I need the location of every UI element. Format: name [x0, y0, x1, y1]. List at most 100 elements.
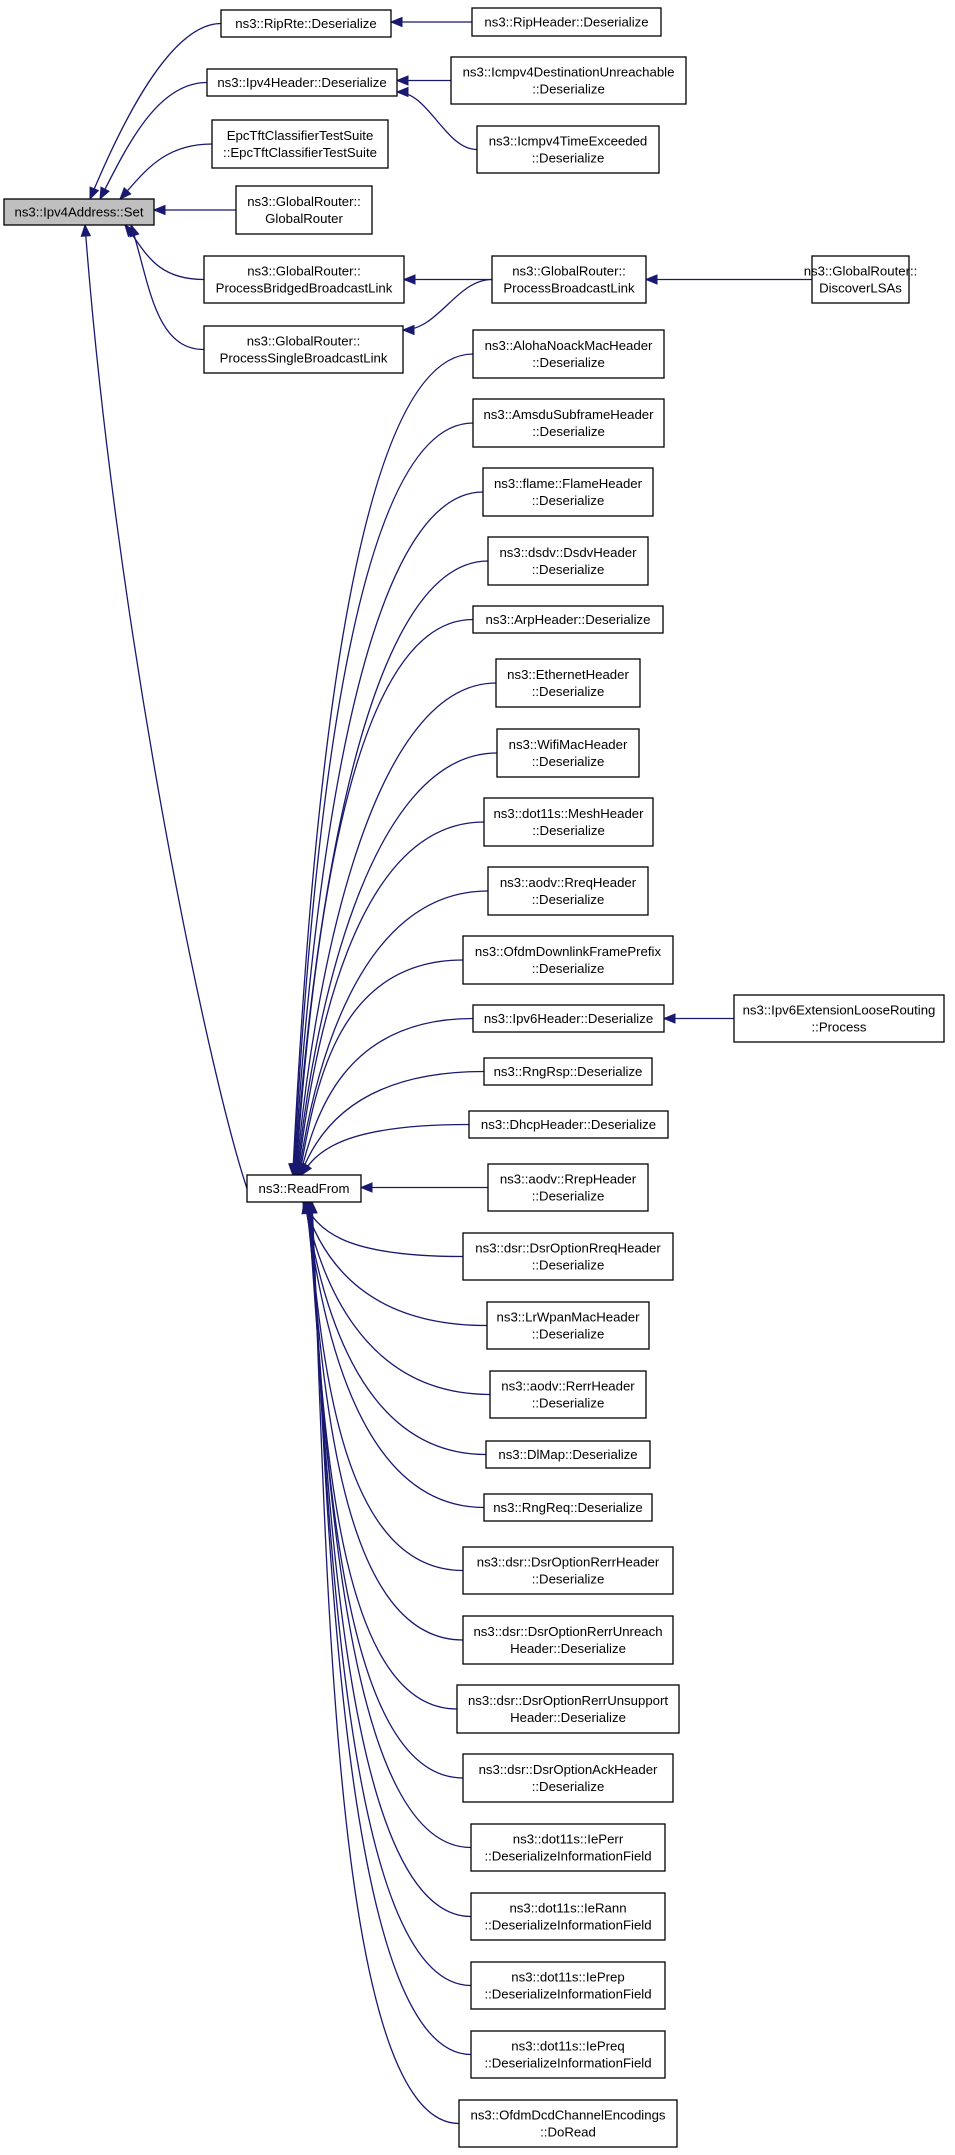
node-box [483, 1493, 653, 1522]
node-layer: ns3::Ipv4Address::Set ns3::RipRte::Deseri… [3, 7, 945, 2148]
node-box [487, 1163, 649, 1212]
arrowhead [89, 186, 100, 201]
node-dhcp[interactable]: ns3::DhcpHeader::Deserialize [468, 1110, 669, 1139]
node-label: ::Deserialize [532, 562, 605, 577]
node-grdiscover[interactable]: ns3::GlobalRouter::DiscoverLSAs [804, 255, 918, 304]
node-box [470, 1823, 666, 1872]
node-ierann[interactable]: ns3::dot11s::IeRann::DeserializeInformat… [470, 1892, 666, 1941]
node-aloha[interactable]: ns3::AlohaNoackMacHeader::Deserialize [472, 329, 665, 379]
node-ieprep[interactable]: ns3::dot11s::IePrep::DeserializeInformat… [470, 1961, 666, 2010]
node-dsrrreq[interactable]: ns3::dsr::DsrOptionRreqHeader::Deseriali… [462, 1232, 674, 1281]
node-riprte[interactable]: ns3::RipRte::Deserialize [220, 9, 392, 38]
node-label: ::Deserialize [532, 823, 605, 838]
node-grsingle[interactable]: ns3::GlobalRouter::ProcessSingleBroadcas… [203, 325, 404, 374]
edge-ofdmdcd-to-readfrom [311, 1201, 460, 2125]
edge-epctft-to-set [119, 143, 213, 200]
node-ofdmdcd[interactable]: ns3::OfdmDcdChannelEncodings::DoRead [458, 2099, 678, 2148]
arrowhead [395, 86, 409, 98]
edge-iepreq-to-readfrom [310, 1201, 472, 2056]
node-arp[interactable]: ns3::ArpHeader::Deserialize [472, 605, 664, 634]
node-label: ProcessSingleBroadcastLink [220, 351, 388, 366]
node-grbridged[interactable]: ns3::GlobalRouter::ProcessBridgedBroadca… [203, 255, 405, 304]
node-label: ::Deserialize [532, 82, 605, 97]
node-box [483, 797, 654, 847]
edge-grsingle-to-set [130, 224, 205, 351]
node-dsdv[interactable]: ns3::dsdv::DsdvHeader::Deserialize [487, 536, 649, 586]
node-ipv4header[interactable]: ns3::Ipv4Header::Deserialize [206, 68, 398, 97]
node-flame[interactable]: ns3::flame::FlameHeader::Deserialize [482, 467, 654, 517]
node-dsrack[interactable]: ns3::dsr::DsrOptionAckHeader::Deserializ… [462, 1753, 674, 1803]
node-label: ns3::dsr::DsrOptionRerrHeader [477, 1555, 660, 1570]
edge-rngreq-to-readfrom [304, 1201, 485, 1509]
node-label: ns3::Icmpv4TimeExceeded [489, 134, 648, 149]
node-label: ns3::dsr::DsrOptionRerrUnsupport [468, 1693, 668, 1708]
node-box [476, 125, 660, 174]
node-box [458, 2099, 678, 2148]
node-label: EpcTftClassifierTestSuite [227, 128, 374, 143]
node-ethernet[interactable]: ns3::EthernetHeader::Deserialize [495, 658, 641, 708]
node-dsrunsupport[interactable]: ns3::dsr::DsrOptionRerrUnsupportHeader::… [456, 1684, 680, 1734]
edge-dsrrreq-to-readfrom [302, 1201, 464, 1258]
node-ieperr[interactable]: ns3::dot11s::IePerr::DeserializeInformat… [470, 1823, 666, 1872]
node-label: ::Process [812, 1020, 867, 1035]
node-box [246, 1174, 362, 1203]
node-rrep[interactable]: ns3::aodv::RrepHeader::Deserialize [487, 1163, 649, 1212]
node-label: ::Deserialize [532, 961, 605, 976]
node-grbcast[interactable]: ns3::GlobalRouter::ProcessBroadcastLink [491, 255, 647, 304]
node-ipv6loose[interactable]: ns3::Ipv6ExtensionLooseRouting::Process [733, 994, 945, 1043]
node-ofdmdl[interactable]: ns3::OfdmDownlinkFramePrefix::Deserializ… [462, 935, 674, 985]
node-box [470, 1961, 666, 2010]
arrowhead [644, 274, 658, 285]
node-icmpte[interactable]: ns3::Icmpv4TimeExceeded::Deserialize [476, 125, 660, 174]
node-wifimac[interactable]: ns3::WifiMacHeader::Deserialize [496, 728, 640, 778]
node-label: ns3::DlMap::Deserialize [498, 1447, 637, 1462]
node-label: ns3::aodv::RreqHeader [500, 875, 637, 890]
node-ripheader[interactable]: ns3::RipHeader::Deserialize [471, 7, 662, 37]
node-box [472, 398, 665, 448]
node-epctft[interactable]: EpcTftClassifierTestSuite::EpcTftClassif… [211, 119, 389, 169]
node-label: Header::Deserialize [510, 1641, 626, 1656]
node-rerr[interactable]: ns3::aodv::RerrHeader::Deserialize [489, 1370, 647, 1419]
node-rngrsp[interactable]: ns3::RngRsp::Deserialize [483, 1057, 653, 1086]
node-mesh[interactable]: ns3::dot11s::MeshHeader::Deserialize [483, 797, 654, 847]
node-label: ns3::WifiMacHeader [509, 737, 628, 752]
node-label: ns3::RngRsp::Deserialize [494, 1064, 643, 1079]
node-label: ::Deserialize [532, 1189, 605, 1204]
edge-ieprep-to-readfrom [310, 1201, 472, 1987]
node-amsdu[interactable]: ns3::AmsduSubframeHeader::Deserialize [472, 398, 665, 448]
node-rreq[interactable]: ns3::aodv::RreqHeader::Deserialize [487, 866, 649, 916]
node-dsrrerr[interactable]: ns3::dsr::DsrOptionRerrHeader::Deseriali… [462, 1546, 674, 1595]
node-icmpdu[interactable]: ns3::Icmpv4DestinationUnreachable::Deser… [450, 56, 687, 105]
node-label: ::Deserialize [532, 493, 605, 508]
node-label: ns3::LrWpanMacHeader [497, 1310, 641, 1325]
edge-readfrom-to-set [84, 224, 248, 1189]
node-label: ns3::Ipv6Header::Deserialize [484, 1011, 653, 1026]
edge-ipv4header-to-set [99, 81, 208, 200]
node-rngreq[interactable]: ns3::RngReq::Deserialize [483, 1493, 653, 1522]
node-iepreq[interactable]: ns3::dot11s::IePreq::DeserializeInformat… [470, 2030, 666, 2079]
node-label: ::Deserialize [532, 355, 605, 370]
node-dlmap[interactable]: ns3::DlMap::Deserialize [485, 1440, 651, 1469]
node-label: ns3::aodv::RerrHeader [501, 1379, 635, 1394]
node-label: ns3::GlobalRouter:: [247, 264, 361, 279]
node-label: ns3::GlobalRouter:: [247, 194, 361, 209]
node-label: ::Deserialize [532, 1258, 605, 1273]
node-label: ns3::dsr::DsrOptionRerrUnreach [473, 1624, 662, 1639]
node-label: ::Deserialize [532, 1396, 605, 1411]
node-label: ns3::dot11s::MeshHeader [493, 806, 644, 821]
node-dsrunreach[interactable]: ns3::dsr::DsrOptionRerrUnreachHeader::De… [462, 1615, 674, 1665]
node-lrwpan[interactable]: ns3::LrWpanMacHeader::Deserialize [486, 1301, 650, 1350]
node-label: ::Deserialize [532, 1779, 605, 1794]
node-label: ::Deserialize [532, 684, 605, 699]
node-label: ::DeserializeInformationField [484, 1849, 651, 1864]
node-label: ns3::OfdmDcdChannelEncodings [471, 2108, 666, 2123]
node-label: ns3::EthernetHeader [507, 667, 629, 682]
node-box [486, 1301, 650, 1350]
node-grctor[interactable]: ns3::GlobalRouter::GlobalRouter [235, 185, 373, 235]
node-set[interactable]: ns3::Ipv4Address::Set [3, 198, 155, 226]
node-readfrom[interactable]: ns3::ReadFrom [246, 1174, 362, 1203]
node-box [3, 198, 155, 226]
node-label: ::Deserialize [532, 754, 605, 769]
node-box [487, 866, 649, 916]
node-ipv6header[interactable]: ns3::Ipv6Header::Deserialize [472, 1004, 665, 1033]
